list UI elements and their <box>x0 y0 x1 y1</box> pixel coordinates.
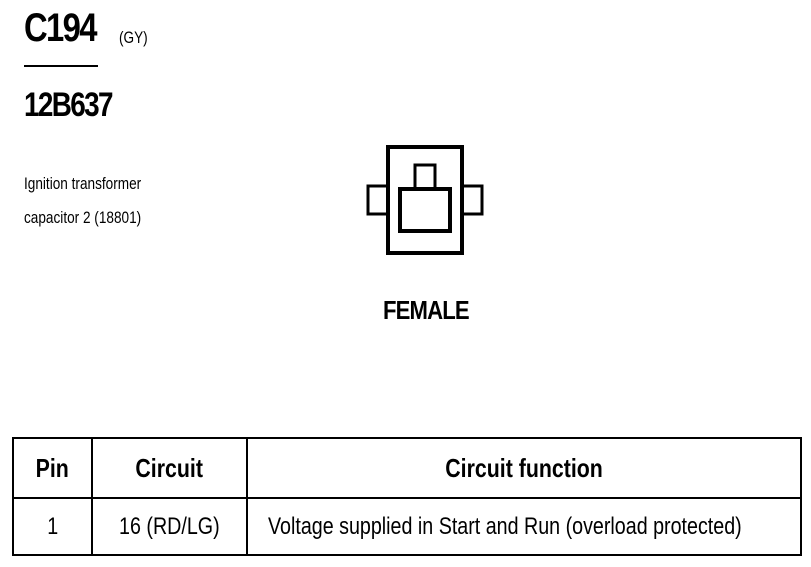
connector-key <box>413 163 437 192</box>
component-description: Ignition transformer capacitor 2 (18801) <box>24 167 141 235</box>
column-header-circuit-function: Circuit function <box>246 437 802 499</box>
pin-table: Pin Circuit Circuit function 1 16 (RD/LG… <box>12 437 802 556</box>
column-header-pin-label: Pin <box>35 452 70 483</box>
connector-face-view-icon <box>366 145 484 255</box>
pin-cell: 1 <box>12 497 93 556</box>
part-number: 12B637 <box>24 86 113 124</box>
title-underline <box>24 65 98 67</box>
connector-id: C194 <box>24 6 97 50</box>
table-header-row: Pin Circuit Circuit function <box>12 437 802 499</box>
pin-value: 1 <box>47 512 58 540</box>
connector-cavity <box>398 187 452 233</box>
table-row: 1 16 (RD/LG) Voltage supplied in Start a… <box>12 497 802 556</box>
connector-color: (GY) <box>119 28 148 47</box>
circuit-value: 16 (RD/LG) <box>119 512 220 540</box>
circuit-function-value: Voltage supplied in Start and Run (overl… <box>268 512 742 540</box>
circuit-cell: 16 (RD/LG) <box>91 497 248 556</box>
description-line-1: Ignition transformer <box>24 174 142 193</box>
circuit-function-cell: Voltage supplied in Start and Run (overl… <box>246 497 802 556</box>
column-header-circuit-function-label: Circuit function <box>445 452 603 483</box>
column-header-pin: Pin <box>12 437 93 499</box>
column-header-circuit: Circuit <box>91 437 248 499</box>
connector-gender-label: FEMALE <box>383 295 470 325</box>
column-header-circuit-label: Circuit <box>135 452 204 483</box>
description-line-2: capacitor 2 (18801) <box>24 208 142 227</box>
